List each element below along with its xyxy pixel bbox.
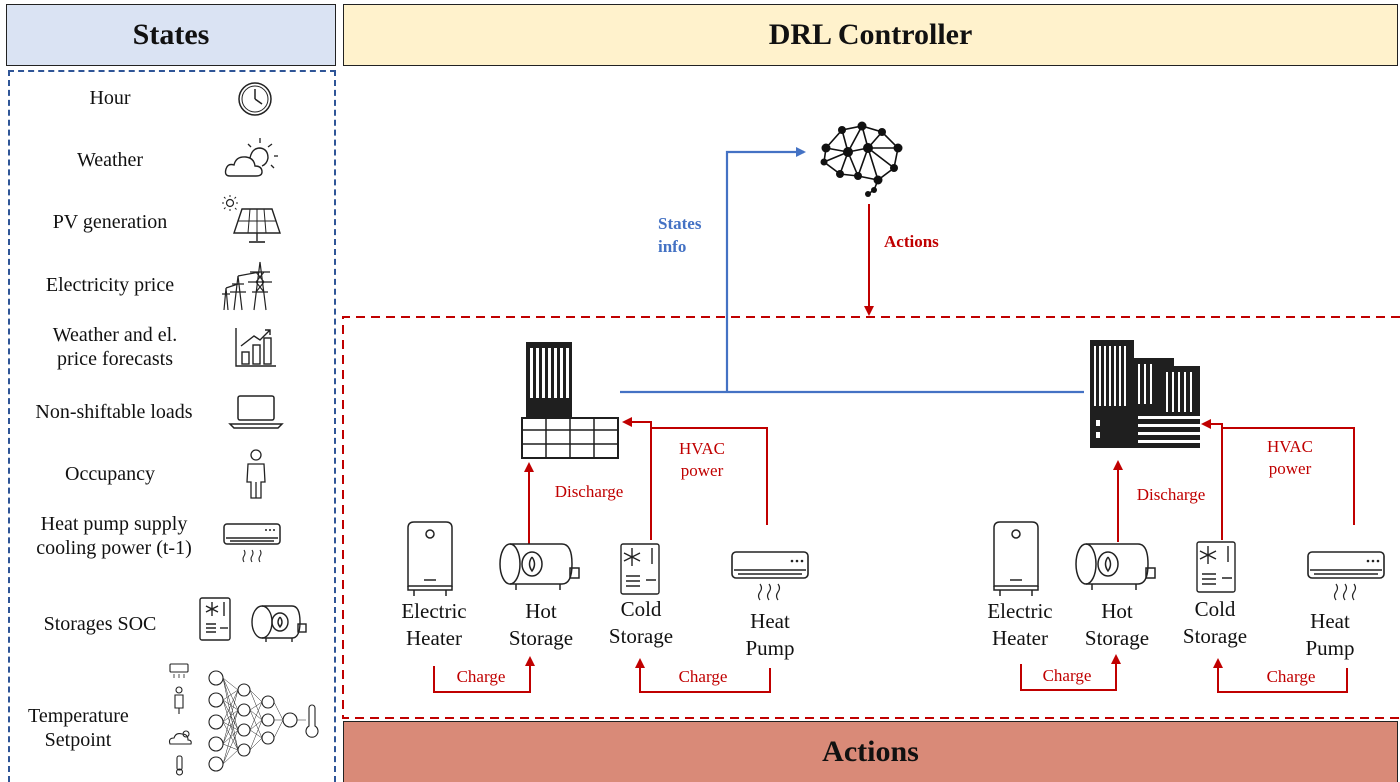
hot-storage-icon-1 — [499, 543, 580, 590]
actions-title: Actions — [822, 735, 919, 768]
cold-storage-icon-2 — [1196, 541, 1236, 593]
building-icon-1 — [521, 342, 619, 459]
laptop-icon — [228, 395, 284, 429]
electric-heater-label-2: Electric Heater — [987, 599, 1053, 650]
state-label-soc: Storages SOC — [43, 613, 157, 635]
charge-arrow-cold-1 — [635, 658, 771, 693]
electric-heater-label-1: Electric Heater — [401, 599, 467, 650]
state-label-heatpump: Heat pump supply cooling power (t-1) — [36, 513, 192, 559]
actions-footer: Actions — [343, 721, 1398, 782]
drl-controller-header: DRL Controller — [343, 4, 1398, 66]
states-info-arrow — [620, 152, 1084, 394]
state-label-forecasts: Weather and el. price forecasts — [52, 324, 178, 370]
charge-label-cold-1: Charge — [678, 667, 728, 686]
controller-title: DRL Controller — [768, 18, 973, 51]
states-title: States — [132, 18, 210, 51]
neural-network-icon — [168, 663, 319, 776]
state-label-loads: Non-shiftable loads — [35, 401, 193, 423]
hot-storage-label-1: Hot Storage — [508, 599, 574, 650]
power-tower-icon — [222, 261, 272, 311]
cold-storage-label-1: Cold Storage — [608, 597, 674, 648]
discharge-label-1: Discharge — [554, 482, 624, 501]
state-label-weather: Weather — [76, 149, 144, 171]
discharge-label-2: Discharge — [1136, 485, 1206, 504]
clock-icon — [238, 82, 272, 116]
solar-panel-icon — [222, 195, 281, 243]
charge-arrow-cold-2 — [1213, 658, 1348, 693]
building-icon-2 — [1090, 340, 1200, 448]
hvac-power-label-1: HVAC power — [679, 439, 725, 480]
heat-pump-icon-2 — [1307, 551, 1385, 601]
weather-icon — [224, 138, 278, 177]
hot-storage-icon-2 — [1075, 543, 1156, 590]
states-header: States — [6, 4, 336, 66]
electric-heater-icon-2 — [993, 521, 1039, 596]
hot-storage-label-2: Hot Storage — [1084, 599, 1150, 650]
state-label-hour: Hour — [89, 87, 131, 109]
actions-arrow-label: Actions — [884, 232, 939, 251]
person-icon — [246, 449, 266, 499]
heat-pump-label-2: Heat Pump — [1305, 609, 1355, 660]
electric-heater-icon-1 — [407, 521, 453, 596]
state-label-occupancy: Occupancy — [65, 463, 155, 485]
cold-storage-label-2: Cold Storage — [1182, 597, 1248, 648]
hvac-power-label-2: HVAC power — [1267, 437, 1313, 478]
system-boundary — [342, 316, 1400, 719]
charge-label-cold-2: Charge — [1266, 667, 1316, 686]
state-label-price: Electricity price — [45, 274, 175, 296]
storage-tanks-icon — [199, 597, 307, 642]
cold-discharge-arrow-2 — [1201, 419, 1223, 540]
heat-pump-icon-1 — [731, 551, 809, 601]
bar-chart-icon — [235, 328, 276, 367]
air-conditioner-icon — [223, 523, 281, 563]
charge-label-hot-1: Charge — [456, 667, 506, 686]
charge-arrow-hot-1 — [433, 656, 535, 693]
charge-arrow-hot-2 — [1020, 654, 1121, 691]
heat-pump-label-1: Heat Pump — [745, 609, 795, 660]
state-label-setpoint: Temperature Setpoint — [28, 705, 129, 751]
states-panel — [8, 70, 336, 782]
brain-icon — [820, 121, 903, 197]
states-info-label: States info — [658, 214, 702, 256]
cold-discharge-arrow-1 — [622, 417, 652, 540]
cold-storage-icon-1 — [620, 543, 660, 595]
state-label-pv: PV generation — [52, 211, 168, 233]
charge-label-hot-2: Charge — [1042, 666, 1092, 685]
